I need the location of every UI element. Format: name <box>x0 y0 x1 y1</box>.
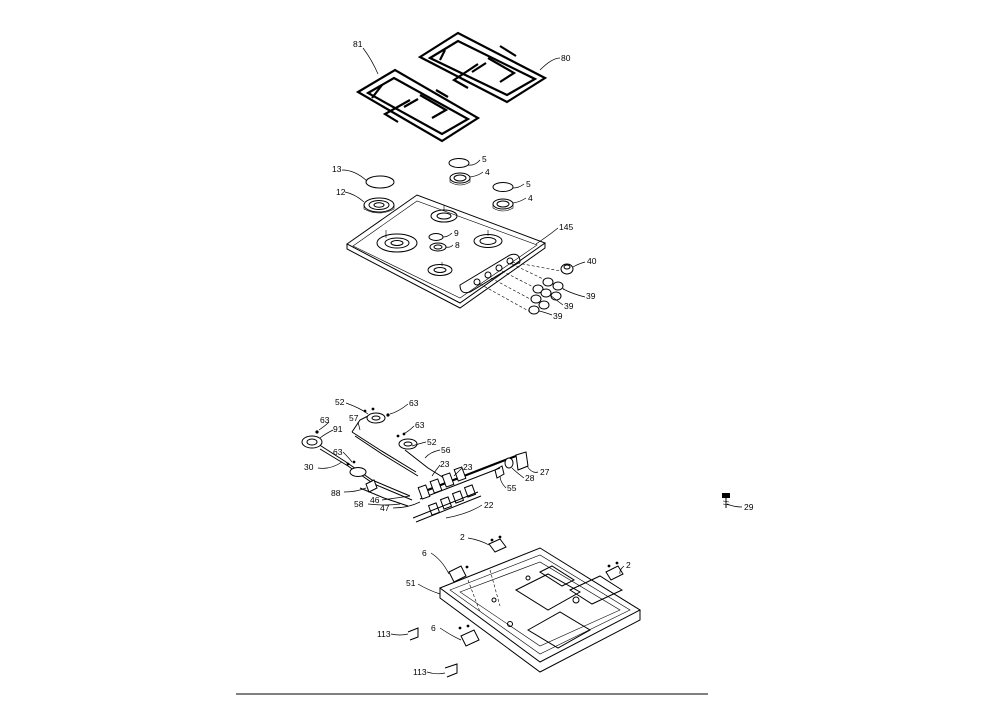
burner-cap-13 <box>365 175 395 189</box>
screw-29 <box>722 493 730 508</box>
label-39-a: 39 <box>586 291 596 301</box>
control-knobs-39 <box>528 277 564 315</box>
label-28: 28 <box>525 473 535 483</box>
label-2-top: 2 <box>460 532 465 542</box>
burner-cap-5-right <box>492 182 514 192</box>
pan-support-81 <box>355 68 481 143</box>
label-27: 27 <box>540 467 550 477</box>
label-56: 56 <box>441 445 451 455</box>
label-13: 13 <box>332 164 342 174</box>
label-63-low: 63 <box>333 447 343 457</box>
label-39-c: 39 <box>553 311 563 321</box>
label-22: 22 <box>484 500 494 510</box>
leader-lines <box>317 47 743 675</box>
label-5-top: 5 <box>482 154 487 164</box>
label-52-top: 52 <box>335 397 345 407</box>
label-57: 57 <box>349 413 359 423</box>
part-labels: 81 80 13 12 5 4 5 4 9 8 145 40 39 39 39 … <box>304 39 754 677</box>
label-113-top: 113 <box>377 629 391 639</box>
label-63-left: 63 <box>320 415 330 425</box>
label-6-low: 6 <box>431 623 436 633</box>
label-88: 88 <box>331 488 341 498</box>
label-2-right: 2 <box>626 560 631 570</box>
label-55: 55 <box>507 483 517 493</box>
burner-cap-9 <box>428 233 444 241</box>
label-63-mid: 63 <box>415 420 425 430</box>
control-knob-40 <box>560 263 574 275</box>
gas-piping-assembly <box>301 407 529 523</box>
label-23-b: 23 <box>463 462 473 472</box>
label-12: 12 <box>336 187 346 197</box>
label-9: 9 <box>454 228 459 238</box>
label-91: 91 <box>333 424 343 434</box>
label-58: 58 <box>354 499 364 509</box>
burner-head-8 <box>429 242 447 252</box>
label-8: 8 <box>455 240 460 250</box>
burner-head-4-right <box>492 198 514 212</box>
label-81: 81 <box>353 39 363 49</box>
label-4-top: 4 <box>485 167 490 177</box>
label-40: 40 <box>587 256 597 266</box>
label-4-right: 4 <box>528 193 533 203</box>
label-6-top: 6 <box>422 548 427 558</box>
burner-head-4-top <box>449 172 471 186</box>
label-46: 46 <box>370 495 380 505</box>
base-tray-51 <box>438 547 642 673</box>
label-113-low: 113 <box>413 667 427 677</box>
label-47: 47 <box>380 503 390 513</box>
burner-cap-5-top <box>448 158 470 168</box>
label-39-b: 39 <box>564 301 574 311</box>
label-30: 30 <box>304 462 314 472</box>
pan-support-80 <box>417 31 548 104</box>
label-52-mid: 52 <box>427 437 437 447</box>
burner-head-12 <box>363 197 395 214</box>
brackets <box>407 535 624 678</box>
label-145: 145 <box>559 222 573 232</box>
label-51: 51 <box>406 578 416 588</box>
label-63-top: 63 <box>409 398 419 408</box>
label-80: 80 <box>561 53 571 63</box>
label-29: 29 <box>744 502 754 512</box>
label-23-a: 23 <box>440 459 450 469</box>
hob-top-145 <box>346 194 567 315</box>
label-5-right: 5 <box>526 179 531 189</box>
